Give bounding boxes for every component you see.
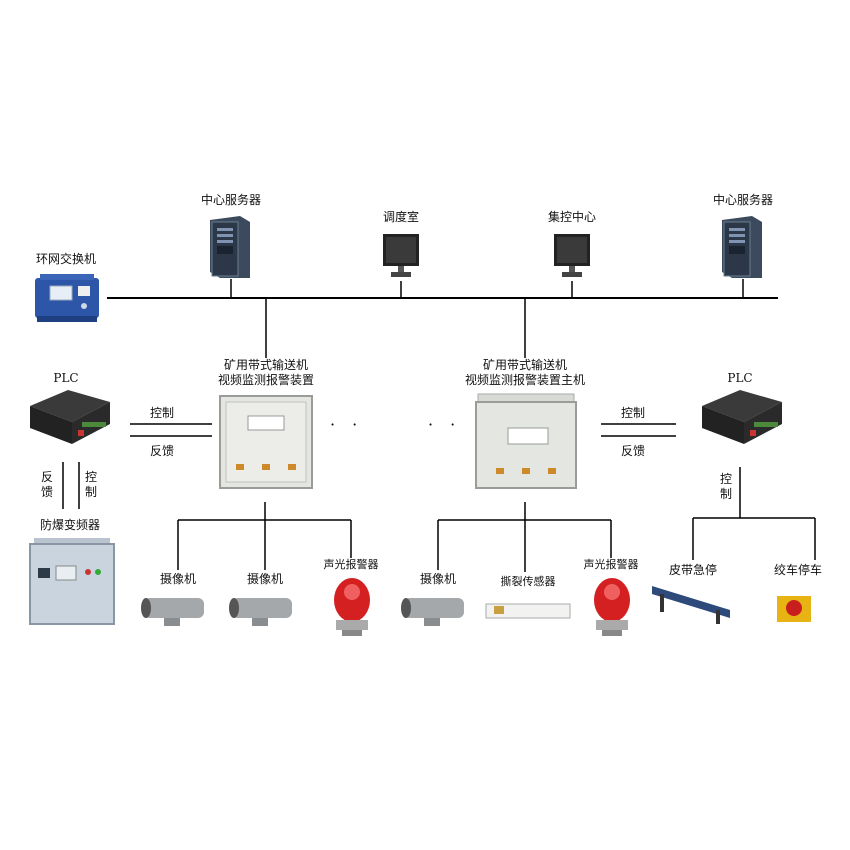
link-control-vertical-left: 控制 <box>84 470 97 499</box>
plc-right-label: PLC <box>727 371 753 385</box>
plc-left-device <box>30 390 110 444</box>
inverter-label: 防爆变频器 <box>39 518 101 532</box>
camera-1-label: 摄像机 <box>159 572 197 586</box>
control-center-label: 集控中心 <box>547 210 597 224</box>
center-server-right-label: 中心服务器 <box>712 193 774 207</box>
camera-2-icon <box>229 598 292 626</box>
tear-sensor-label: 撕裂传感器 <box>500 575 556 588</box>
link-control-vertical-right: 控制 <box>719 472 732 501</box>
camera-2-label: 摄像机 <box>246 572 284 586</box>
device-right-label: 矿用带式输送机 视频监测报警装置主机 <box>464 358 586 387</box>
server-left-device <box>210 216 250 278</box>
alarm-1-icon <box>334 578 370 636</box>
ellipsis-left: · · <box>330 415 364 434</box>
belt-stop-label: 皮带急停 <box>668 563 718 577</box>
inverter-device <box>29 538 115 625</box>
alarm-2-label: 声光报警器 <box>583 558 639 571</box>
alarm-1-label: 声光报警器 <box>323 558 379 571</box>
link-feedback-vertical: 反馈 <box>40 470 53 499</box>
monitoring-device-right <box>475 393 577 489</box>
belt-stop-icon <box>652 586 730 624</box>
device-left-label: 矿用带式输送机 视频监测报警装置 <box>217 358 315 387</box>
center-server-left-label: 中心服务器 <box>200 193 262 207</box>
link-control-left: 控制 <box>150 406 175 420</box>
plc-left-label: PLC <box>53 371 79 385</box>
monitor-dispatch-icon <box>383 234 419 277</box>
alarm-2-icon <box>594 578 630 636</box>
tear-sensor-icon <box>485 603 571 619</box>
ring-switch-device <box>35 274 99 322</box>
monitor-control-center-icon <box>554 234 590 277</box>
plc-right-device <box>702 390 782 444</box>
winch-stop-label: 绞车停车 <box>773 563 823 577</box>
camera-3-label: 摄像机 <box>419 572 457 586</box>
server-right-device <box>722 216 762 278</box>
monitoring-device-left <box>219 395 313 489</box>
link-feedback-left: 反馈 <box>150 444 175 458</box>
link-control-right: 控制 <box>621 406 646 420</box>
dispatch-room-label: 调度室 <box>382 210 420 224</box>
camera-3-icon <box>401 598 464 626</box>
ellipsis-right: · · <box>428 415 462 434</box>
camera-1-icon <box>141 598 204 626</box>
link-feedback-right: 反馈 <box>621 444 646 458</box>
ring-switch-label: 环网交换机 <box>35 252 97 266</box>
winch-stop-icon <box>777 596 811 622</box>
